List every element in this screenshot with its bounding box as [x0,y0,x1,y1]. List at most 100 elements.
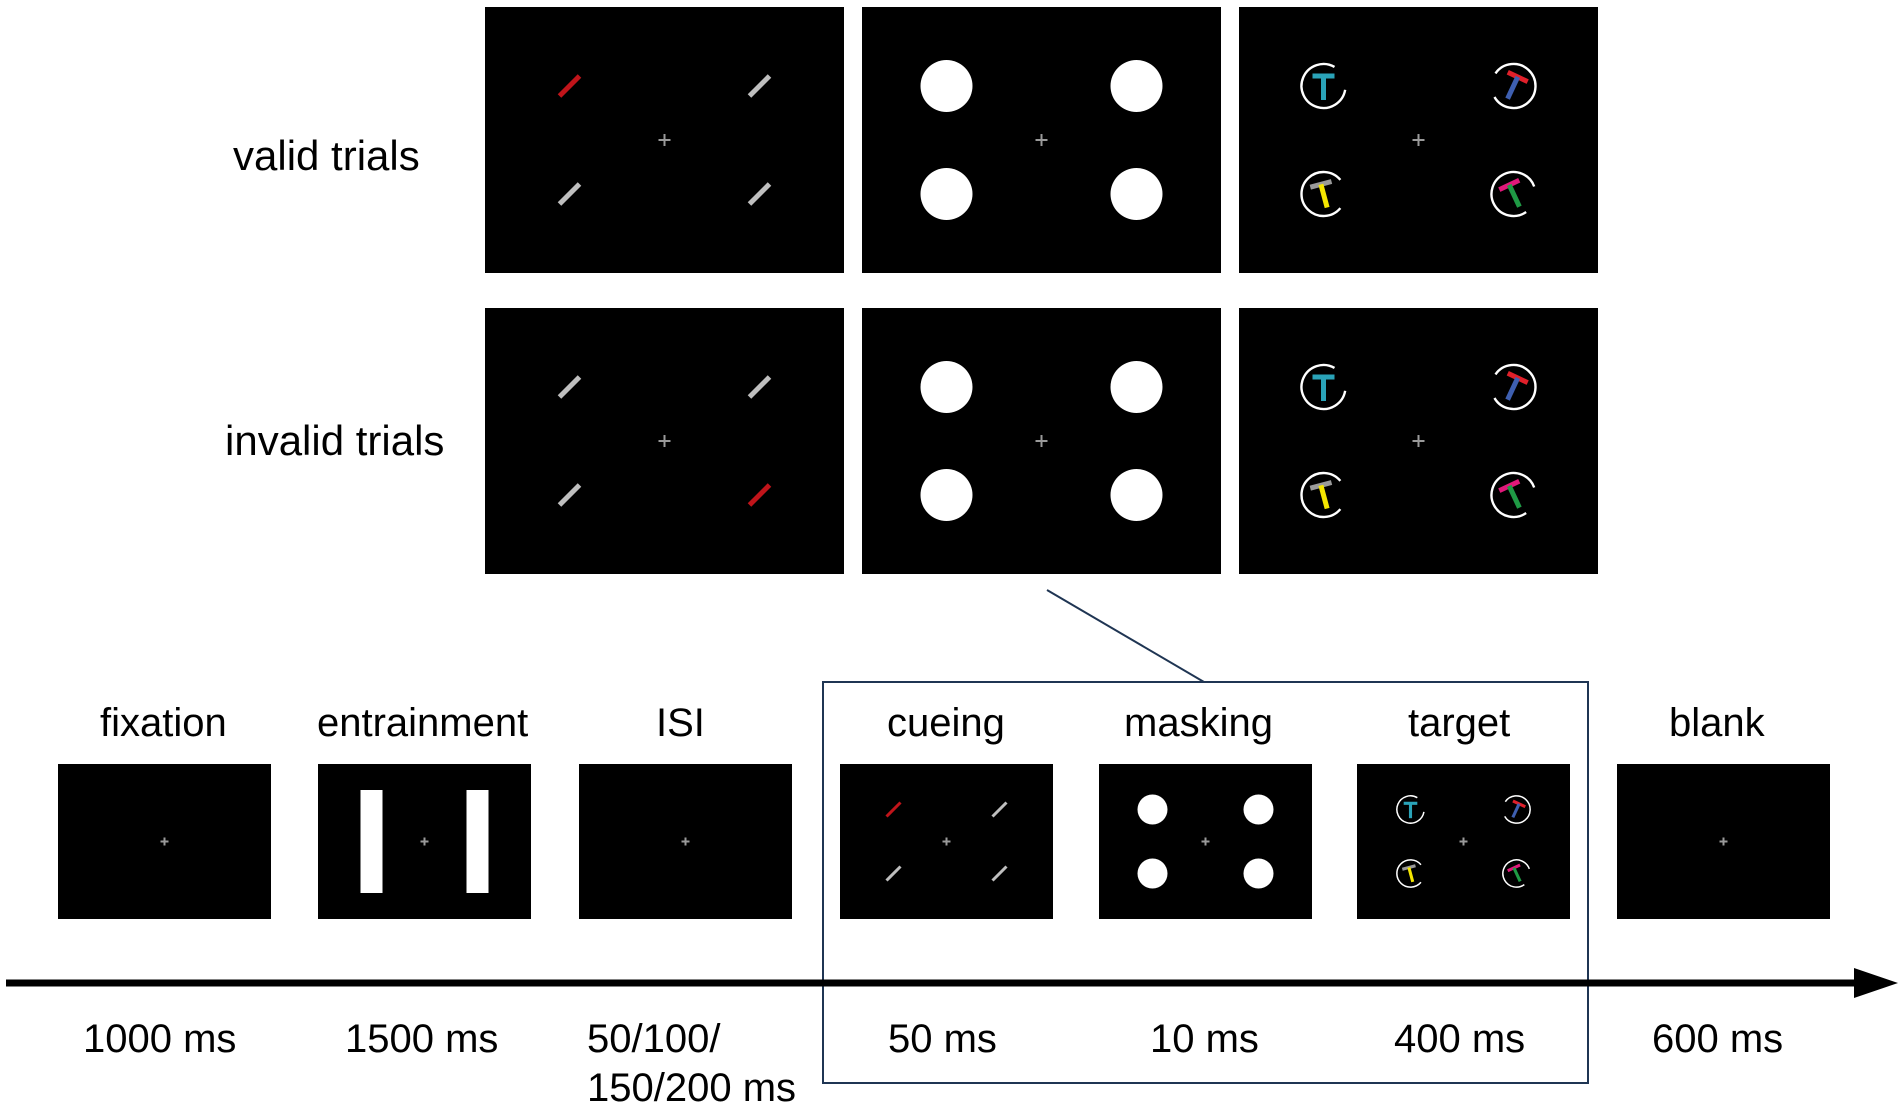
target-letter [1507,863,1522,883]
panel-connector-line [1046,589,1205,683]
target-t-icon [1504,795,1531,824]
phase-label-isi: ISI [656,701,705,745]
cue-line-icon [885,865,902,882]
target-ring [1300,170,1342,218]
target-ring [1502,859,1531,888]
fixation-cross-icon [1412,435,1425,447]
target-t-icon [1493,62,1537,110]
target-ring [1300,471,1342,519]
fixation-cross-icon [1459,837,1468,846]
target-ring [1396,795,1425,824]
target-t-icon [1490,170,1536,218]
fixation-cross-icon [942,837,951,846]
target-ring [1300,363,1347,411]
example-panels [485,7,1598,574]
duration-target: 400 ms [1394,1017,1526,1061]
duration-fixation: 1000 ms [83,1017,237,1061]
fixation-cross-icon [1412,134,1425,146]
mask-disc-icon [1243,858,1274,889]
target-letter [1401,864,1416,883]
valid-masking-panel [862,7,1221,273]
target-letter [1498,178,1522,208]
target-letter [1505,371,1529,401]
screen-masking [1099,764,1312,919]
fixation-cross-icon [420,837,429,846]
target-ring [1490,170,1536,218]
mask-disc-icon [920,361,973,413]
invalid-cueing-panel [485,308,844,574]
fixation-cross-icon [658,435,671,447]
target-letter [1403,801,1418,819]
mask-disc-icon [920,60,973,112]
entrainment-bar [466,790,489,893]
target-t-icon [1493,363,1537,411]
duration-entrainment: 1500 ms [345,1017,499,1061]
duration-isi-line2: 150/200 ms [587,1066,797,1110]
timeline-screens [58,764,1830,919]
fixation-cross-icon [1201,837,1210,846]
duration-masking: 10 ms [1150,1017,1259,1061]
invalid-masking-panel [862,308,1221,574]
target-letter [1505,70,1529,100]
phase-label-entrainment: entrainment [317,701,529,745]
screen-isi [579,764,792,919]
entrainment-bar [360,790,383,893]
cue-line-icon [557,375,582,399]
row-label-valid: valid trials [233,132,420,179]
target-ring [1396,859,1422,888]
phase-label-fixation: fixation [100,701,227,745]
fixation-cross-icon [681,837,690,846]
target-letter [1498,479,1522,509]
fixation-cross-icon [1719,837,1728,846]
fixation-cross-icon [1035,134,1048,146]
cue-line-icon [747,74,772,98]
fixation-cross-icon [658,134,671,146]
target-ring [1504,795,1531,824]
phase-label-target: target [1408,701,1511,745]
phase-label-masking: masking [1124,701,1273,745]
target-letter [1309,179,1333,209]
target-t-icon [1300,471,1342,519]
target-letter [1309,480,1333,510]
cue-line-icon [557,74,582,98]
target-ring [1490,471,1536,519]
target-letter [1312,73,1335,100]
target-ring [1300,62,1347,110]
screen-cueing [840,764,1053,919]
target-t-icon [1300,363,1347,411]
target-t-icon [1300,170,1342,218]
cue-line-icon [747,483,772,507]
cue-line-icon [747,375,772,399]
fixation-cross-icon [160,837,169,846]
mask-disc-icon [1137,794,1168,825]
target-ring [1493,363,1537,411]
duration-blank: 600 ms [1652,1017,1784,1061]
invalid-target-panel [1239,308,1598,574]
highlight-box [822,681,1589,1084]
screen-target [1357,764,1570,919]
cue-line-icon [747,182,772,206]
cue-line-icon [991,865,1008,882]
mask-disc-icon [1110,168,1163,220]
phase-label-cueing: cueing [887,701,1005,745]
fixation-cross-icon [1035,435,1048,447]
cue-line-icon [557,483,582,507]
mask-disc-icon [1110,469,1163,521]
cue-line-icon [557,182,582,206]
duration-cueing: 50 ms [888,1017,997,1061]
target-t-icon [1502,859,1531,888]
duration-isi-line1: 50/100/ [587,1017,721,1061]
screen-fixation [58,764,271,919]
mask-disc-icon [1110,60,1163,112]
mask-disc-icon [1110,361,1163,413]
target-letter [1511,799,1526,819]
mask-disc-icon [1137,858,1168,889]
screen-blank [1617,764,1830,919]
target-t-icon [1396,859,1422,888]
target-t-icon [1300,62,1347,110]
valid-cueing-panel [485,7,844,273]
cue-line-icon [885,801,902,818]
phase-label-blank: blank [1669,701,1765,745]
target-t-icon [1396,795,1425,824]
